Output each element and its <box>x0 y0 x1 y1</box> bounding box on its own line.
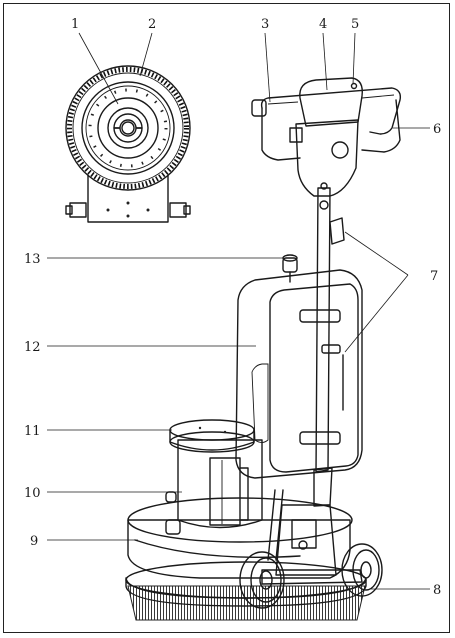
brush-disc-view <box>65 65 191 223</box>
callouts: 1 2 3 4 5 6 7 8 9 10 11 12 13 <box>24 17 441 598</box>
callout-11: 11 <box>24 424 41 439</box>
callout-12: 12 <box>24 340 41 355</box>
callout-10: 10 <box>24 486 41 501</box>
floor-machine <box>125 77 402 621</box>
callout-7: 7 <box>430 269 438 284</box>
callout-9: 9 <box>30 534 38 549</box>
callout-4: 4 <box>319 17 327 32</box>
callout-2: 2 <box>148 17 156 32</box>
callout-13: 13 <box>24 252 41 267</box>
figure-frame <box>3 3 450 633</box>
callout-1: 1 <box>71 17 79 32</box>
leader-lines <box>47 32 430 590</box>
callout-5: 5 <box>351 17 359 32</box>
callout-8: 8 <box>433 583 441 598</box>
callout-3: 3 <box>261 17 269 32</box>
callout-6: 6 <box>433 122 441 137</box>
